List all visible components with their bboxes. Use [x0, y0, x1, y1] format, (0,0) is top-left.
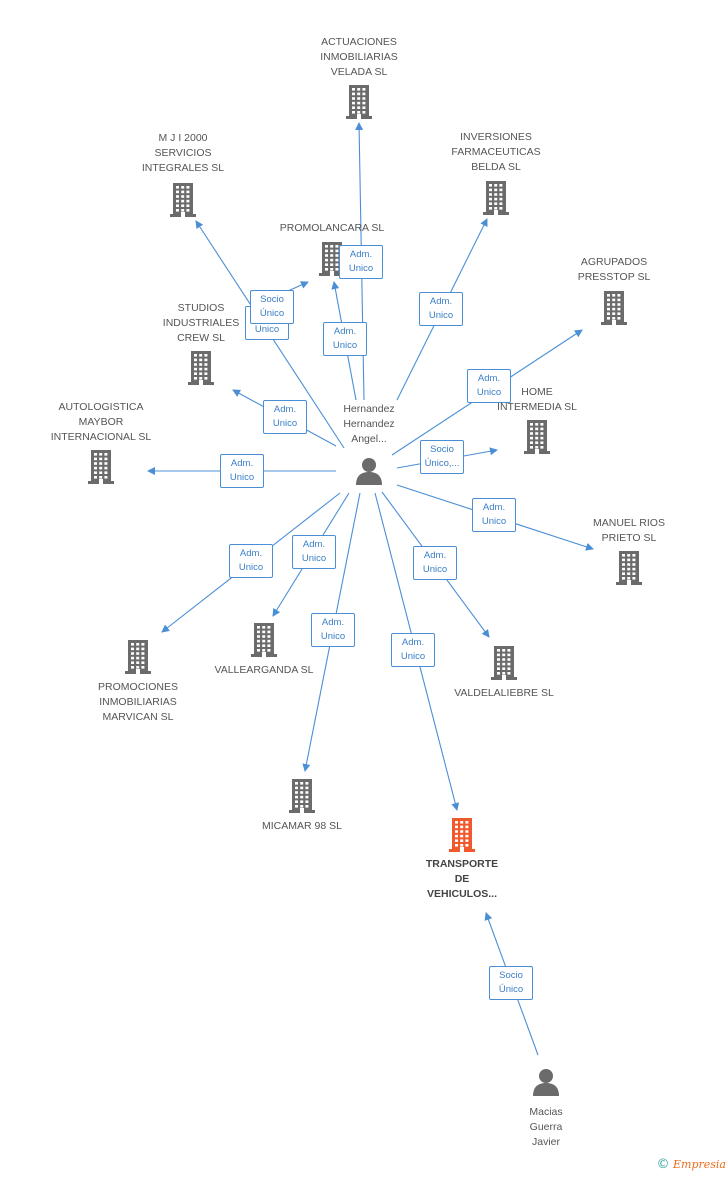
relation-label-hernandez-micamar[interactable]: Adm. Unico — [311, 613, 355, 647]
relation-label-hernandez-agrupados[interactable]: Adm. Unico — [467, 369, 511, 403]
node-label-hernandez[interactable]: Hernandez Hernandez Angel... — [343, 403, 395, 445]
building-icon[interactable] — [287, 779, 317, 818]
brand-watermark: © Empresia — [657, 1157, 727, 1172]
building-icon[interactable] — [447, 818, 477, 857]
node-label-valdelaliebre[interactable]: VALDELALIEBRE SL — [454, 687, 554, 699]
node-label-promociones[interactable]: PROMOCIONES INMOBILIARIAS MARVICAN SL — [98, 681, 178, 723]
copyright-symbol: © — [656, 1157, 670, 1172]
person-icon[interactable] — [354, 456, 384, 491]
relation-label-hernandez-autologistica[interactable]: Adm. Unico — [220, 454, 264, 488]
node-label-actuaciones[interactable]: ACTUACIONES INMOBILIARIAS VELADA SL — [320, 36, 398, 78]
relation-label-hernandez-promociones[interactable]: Adm. Unico — [229, 544, 273, 578]
building-icon[interactable] — [614, 551, 644, 590]
node-label-macias[interactable]: Macias Guerra Javier — [529, 1106, 563, 1148]
building-icon[interactable] — [249, 623, 279, 662]
building-icon[interactable] — [344, 85, 374, 124]
building-icon[interactable] — [168, 183, 198, 222]
building-icon[interactable] — [186, 351, 216, 390]
relation-label-hernandez-studios[interactable]: Adm. Unico — [263, 400, 307, 434]
node-label-inversiones[interactable]: INVERSIONES FARMACEUTICAS BELDA SL — [451, 131, 541, 173]
relation-label-hernandez-home[interactable]: Socio Único,... — [420, 440, 464, 474]
person-icon[interactable] — [531, 1067, 561, 1102]
building-icon[interactable] — [317, 242, 347, 281]
relation-label-hernandez-vallearganda[interactable]: Adm. Unico — [292, 535, 336, 569]
node-label-autologistica[interactable]: AUTOLOGISTICA MAYBOR INTERNACIONAL SL — [50, 401, 152, 443]
building-icon[interactable] — [86, 450, 116, 489]
relation-label-hernandez-manuel[interactable]: Adm. Unico — [472, 498, 516, 532]
building-icon[interactable] — [489, 646, 519, 685]
node-label-manuel[interactable]: MANUEL RIOS PRIETO SL — [593, 517, 665, 544]
building-icon[interactable] — [599, 291, 629, 330]
node-label-home[interactable]: HOME INTERMEDIA SL — [497, 386, 577, 413]
building-icon[interactable] — [123, 640, 153, 679]
relation-label-hernandez-promolancara[interactable]: Socio Único — [250, 290, 294, 324]
relation-label-hernandez-inversiones[interactable]: Adm. Unico — [419, 292, 463, 326]
relation-label-macias-transporte[interactable]: Socio Único — [489, 966, 533, 1000]
node-label-transporte[interactable]: TRANSPORTE DE VEHICULOS... — [425, 858, 499, 900]
node-label-micamar[interactable]: MICAMAR 98 SL — [262, 820, 342, 832]
relation-label-hernandez-valdelaliebre[interactable]: Adm. Unico — [413, 546, 457, 580]
building-icon[interactable] — [481, 181, 511, 220]
relation-label-hernandez-transporte[interactable]: Adm. Unico — [391, 633, 435, 667]
node-label-vallearganda[interactable]: VALLEARGANDA SL — [214, 664, 314, 676]
brand-name: Empresia — [673, 1158, 726, 1171]
relation-label-hernandez-actuaciones[interactable]: Adm. Unico — [339, 245, 383, 279]
relation-label-hernandez-promolancara[interactable]: Adm. Unico — [323, 322, 367, 356]
node-label-promolancara[interactable]: PROMOLANCARA SL — [279, 222, 385, 234]
node-label-agrupados[interactable]: AGRUPADOS PRESSTOP SL — [577, 256, 651, 283]
node-label-mji2000[interactable]: M J I 2000 SERVICIOS INTEGRALES SL — [141, 132, 225, 174]
building-icon[interactable] — [522, 420, 552, 459]
node-label-studios[interactable]: STUDIOS INDUSTRIALES CREW SL — [162, 302, 240, 344]
